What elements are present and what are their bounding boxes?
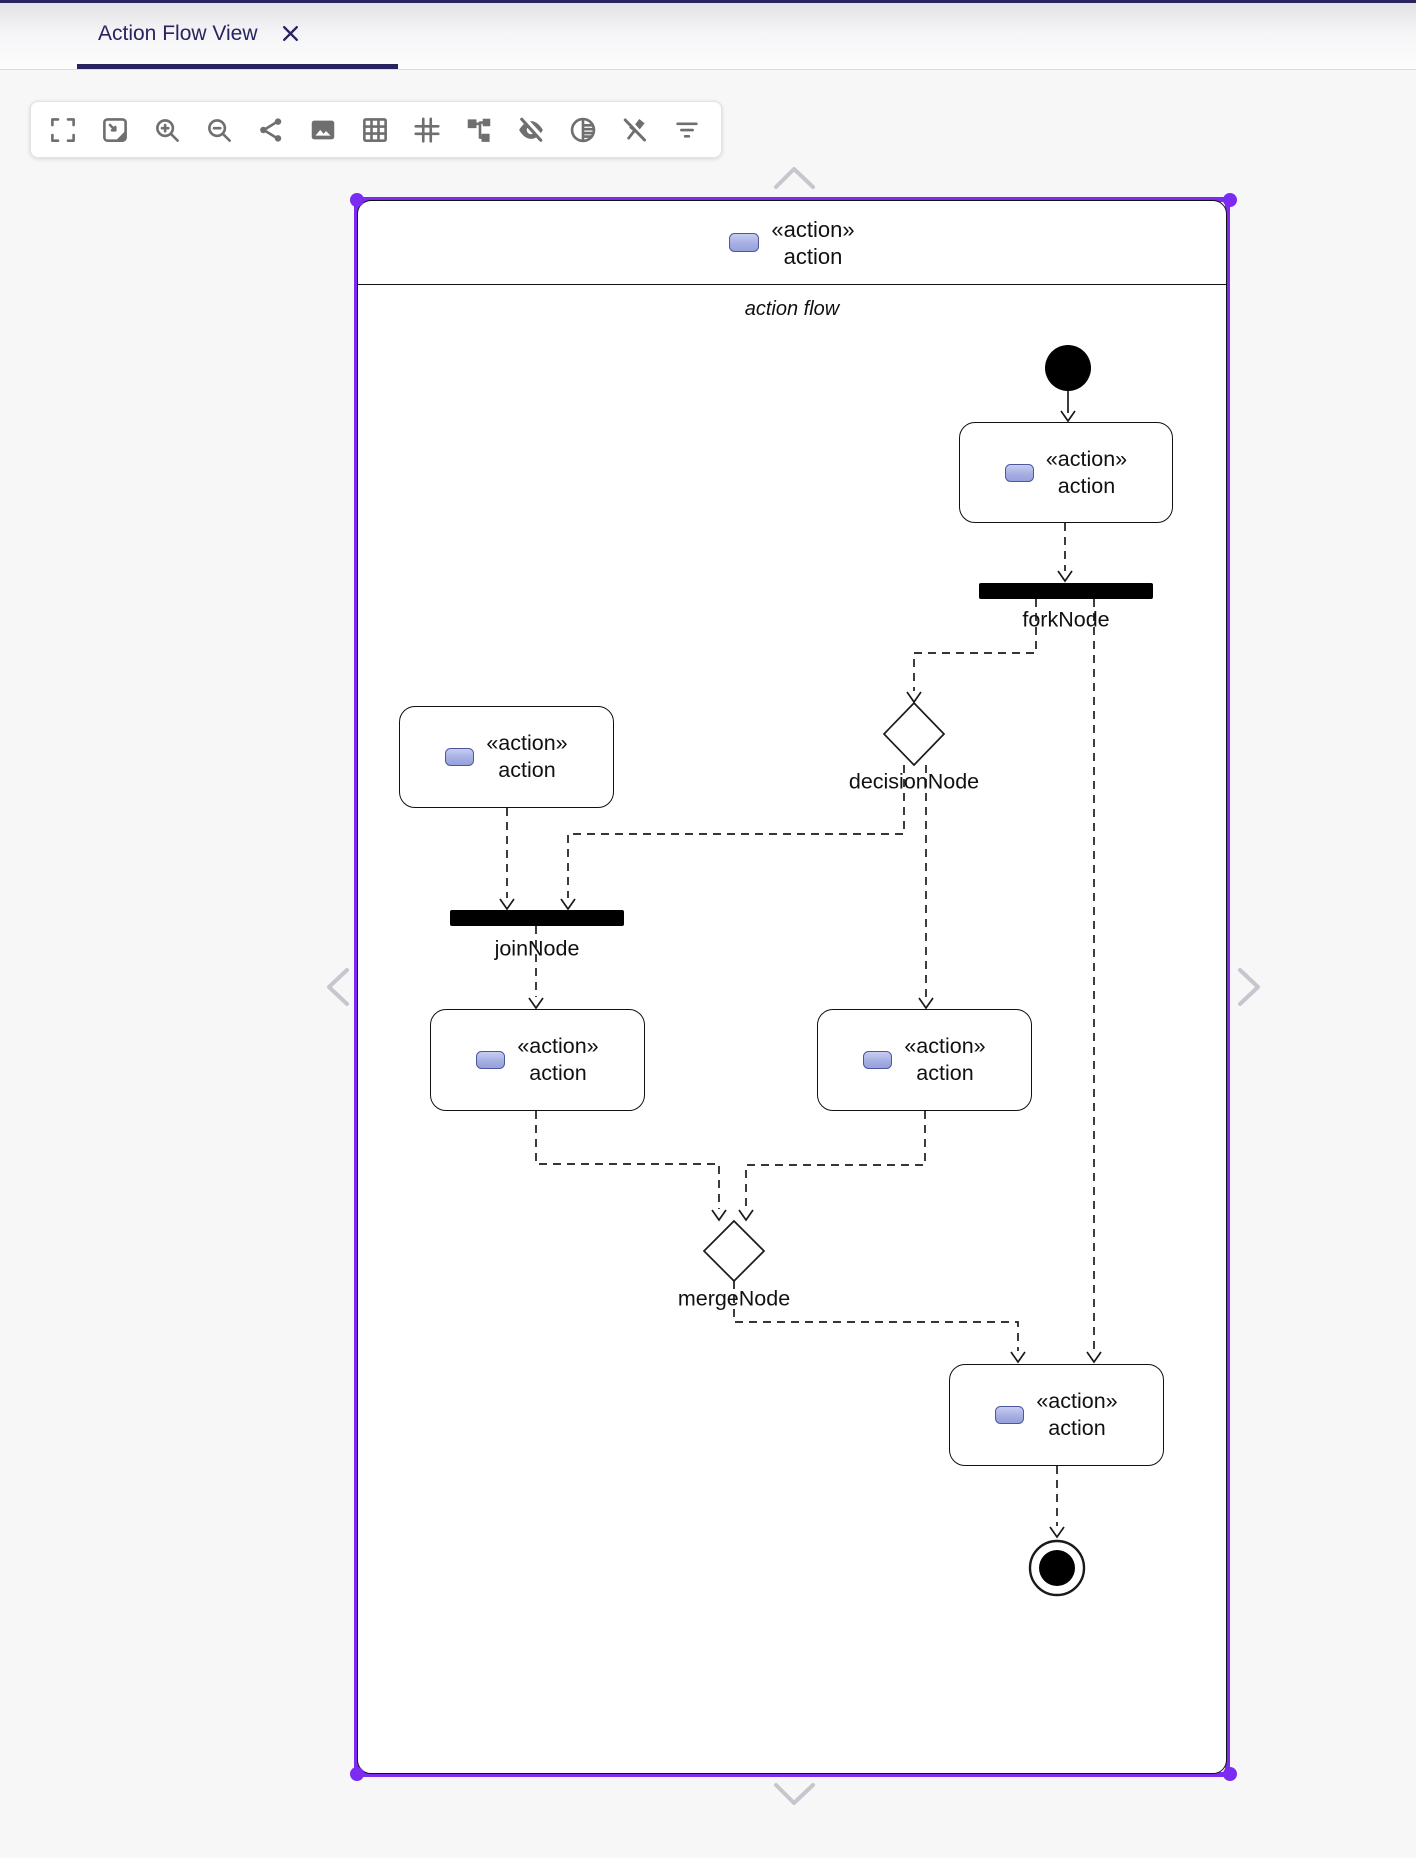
selection-handle-bottom-left[interactable]	[350, 1767, 364, 1781]
contrast-icon	[570, 117, 596, 142]
action-stereotype: «action»	[486, 731, 568, 755]
edges-layer	[450, 345, 1153, 1597]
top-accent-line	[0, 0, 1416, 3]
snap-to-grid-button[interactable]	[401, 106, 453, 154]
merge-node	[702, 1219, 766, 1283]
action-icon	[476, 1051, 506, 1069]
fork-node-label: forkNode	[1022, 607, 1110, 632]
frame-name: action	[783, 243, 843, 269]
action-name: action	[1048, 1416, 1106, 1440]
chevron-left-icon[interactable]	[322, 964, 354, 1010]
join-node	[450, 910, 624, 926]
fit-to-screen-button[interactable]	[89, 106, 141, 154]
grid-icon	[363, 117, 387, 142]
action-stereotype: «action»	[517, 1034, 599, 1058]
snap-to-grid-icon	[414, 116, 440, 143]
export-image-icon	[311, 120, 335, 139]
unpin-elements-button[interactable]	[609, 106, 661, 154]
zoom-out-button[interactable]	[193, 106, 245, 154]
action-icon	[729, 233, 760, 252]
activity-frame[interactable]: «action» action action flow	[357, 200, 1227, 1774]
action-node[interactable]: «action» action	[430, 1009, 645, 1111]
filter-elements-button[interactable]	[661, 106, 713, 154]
arrange-all-button[interactable]	[453, 106, 505, 154]
selection-handle-top-left[interactable]	[350, 193, 364, 207]
action-name: action	[529, 1061, 587, 1085]
fork-node	[979, 583, 1153, 599]
frame-stereotype: «action»	[771, 216, 855, 242]
action-icon	[863, 1051, 893, 1069]
share-button[interactable]	[245, 106, 297, 154]
diagram-toolbar	[30, 101, 722, 158]
close-icon[interactable]	[280, 23, 301, 44]
action-node[interactable]: «action» action	[959, 422, 1173, 523]
hide-elements-button[interactable]	[505, 106, 557, 154]
filter-elements-icon	[676, 121, 698, 138]
fullscreen-icon	[51, 117, 75, 142]
action-name: action	[498, 758, 556, 782]
zoom-in-icon	[156, 118, 179, 142]
action-icon	[995, 1406, 1025, 1424]
decision-node	[882, 701, 946, 767]
action-stereotype: «action»	[1045, 446, 1128, 471]
chevron-down-icon[interactable]	[770, 1779, 820, 1811]
arrange-all-icon	[467, 118, 491, 142]
merge-node-label: mergeNode	[677, 1286, 791, 1311]
chevron-right-icon[interactable]	[1234, 964, 1266, 1010]
action-name: action	[1057, 473, 1116, 498]
hide-elements-icon	[519, 115, 545, 142]
action-node[interactable]: «action» action	[399, 706, 614, 808]
tab-bar: Action Flow View	[0, 3, 1416, 70]
action-name: action	[916, 1061, 974, 1085]
selection-handle-top-right[interactable]	[1223, 193, 1237, 207]
action-icon	[445, 748, 475, 766]
decision-node-label: decisionNode	[848, 769, 980, 794]
final-node-core	[1039, 1550, 1075, 1586]
tab-action-flow-view[interactable]: Action Flow View	[77, 3, 398, 69]
chevron-up-icon[interactable]	[770, 162, 820, 194]
zoom-out-icon	[208, 118, 231, 142]
action-stereotype: «action»	[904, 1034, 986, 1058]
unpin-elements-icon	[623, 116, 648, 141]
selection-handle-bottom-right[interactable]	[1223, 1767, 1237, 1781]
export-image-button[interactable]	[297, 106, 349, 154]
frame-header: «action» action	[358, 201, 1226, 285]
action-stereotype: «action»	[1036, 1389, 1118, 1413]
zoom-in-button[interactable]	[141, 106, 193, 154]
initial-node	[1045, 345, 1091, 391]
action-node[interactable]: «action» action	[817, 1009, 1032, 1111]
selection-outline	[354, 197, 1230, 1777]
fit-to-screen-icon	[103, 117, 127, 142]
fullscreen-button[interactable]	[37, 106, 89, 154]
tab-title: Action Flow View	[98, 21, 258, 45]
share-icon	[260, 117, 282, 142]
action-icon	[1004, 463, 1034, 482]
contrast-button[interactable]	[557, 106, 609, 154]
join-node-label: joinNode	[494, 936, 580, 961]
frame-subtitle: action flow	[744, 298, 840, 320]
grid-button[interactable]	[349, 106, 401, 154]
action-node[interactable]: «action» action	[949, 1364, 1164, 1466]
